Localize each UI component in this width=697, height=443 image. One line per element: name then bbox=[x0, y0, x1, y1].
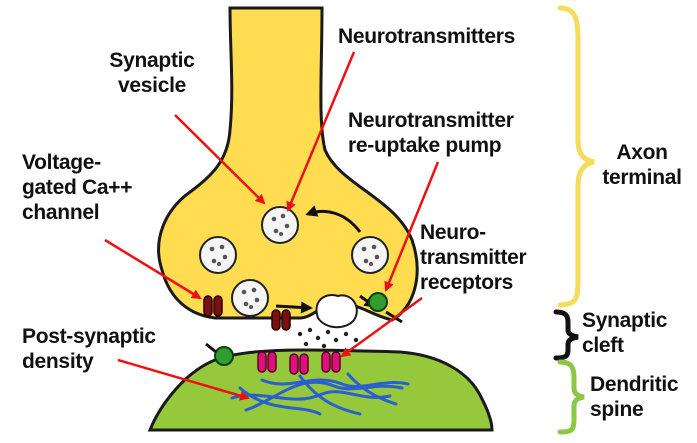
vesicle-4 bbox=[352, 237, 388, 273]
label-reuptake-pump: Neurotransmitter re-uptake pump bbox=[348, 108, 514, 158]
vesicle-3 bbox=[232, 280, 268, 316]
label-voltage-gated-channel: Voltage- gated Ca++ channel bbox=[22, 150, 132, 225]
label-postsynaptic-density: Post-synaptic density bbox=[22, 324, 156, 374]
dendritic-spine-bracket bbox=[560, 362, 584, 432]
spine-pump-arrow bbox=[206, 344, 216, 352]
vesicle-1 bbox=[262, 207, 298, 243]
label-synaptic-vesicle: Synaptic vesicle bbox=[96, 48, 208, 98]
label-nt-receptors: Neuro- transmitter receptors bbox=[420, 220, 526, 295]
synaptic-cleft-bracket bbox=[556, 312, 578, 358]
exocytosis-pocket bbox=[317, 295, 357, 327]
vesicle-2 bbox=[200, 237, 236, 273]
fusion-arrow bbox=[276, 306, 310, 308]
released-neurotransmitters bbox=[298, 328, 358, 348]
label-axon-terminal: Axon terminal bbox=[594, 140, 690, 190]
label-synaptic-cleft: Synaptic cleft bbox=[582, 308, 667, 358]
dendritic-spine-shape bbox=[150, 350, 492, 430]
axon-terminal-bracket bbox=[560, 8, 594, 305]
label-dendritic-spine: Dendritic spine bbox=[590, 372, 678, 422]
label-neurotransmitters: Neurotransmitters bbox=[338, 24, 515, 49]
